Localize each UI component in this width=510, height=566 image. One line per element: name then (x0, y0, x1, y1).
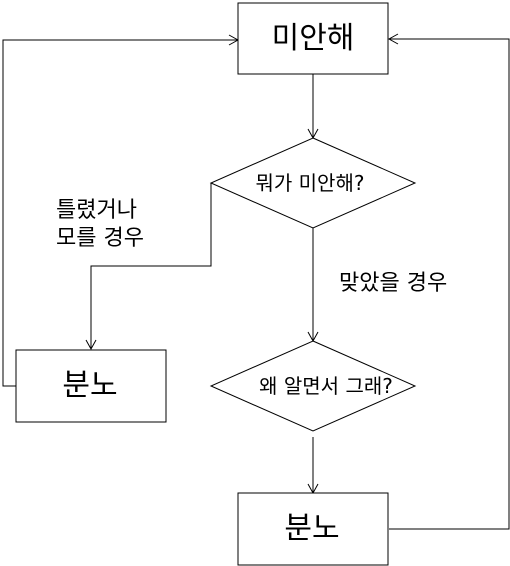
edge-left-anger-loop (2, 34, 240, 387)
edge-label-right: 맞았을 경우 (339, 271, 447, 296)
question-how-node: 왜 알면서 그래? (209, 340, 417, 432)
start-node: 미안해 (237, 2, 389, 75)
anger-bottom-node: 분노 (237, 492, 389, 566)
question-what-label: 뭐가 미안해? (256, 171, 365, 195)
anger-bottom-label: 분노 (284, 511, 339, 546)
question-what-node: 뭐가 미안해? (209, 137, 417, 229)
edge-bottom-anger-loop (387, 33, 510, 530)
anger-left-node: 분노 (15, 349, 167, 423)
question-how-label: 왜 알면서 그래? (259, 374, 393, 398)
edge-question-to-left-anger (85, 183, 212, 351)
anger-left-label: 분노 (62, 368, 117, 403)
edge-label-wrong-line2: 모를 경우 (56, 226, 144, 251)
start-node-label: 미안해 (272, 21, 355, 56)
edge-label-wrong-line1: 틀렸거나 (56, 198, 137, 223)
